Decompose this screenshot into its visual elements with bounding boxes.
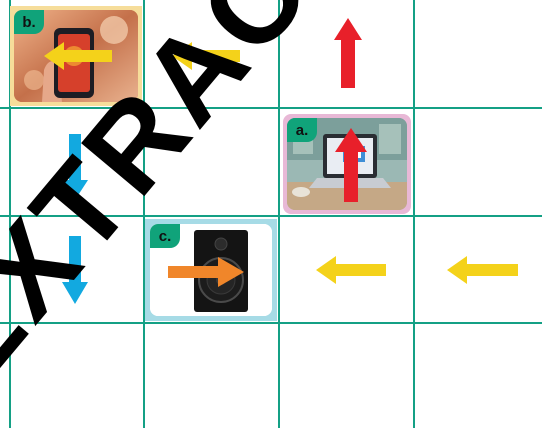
arrow-right-orange-c [168,257,244,287]
arrow-left-yellow-r3c3 [316,256,386,284]
arrow-up-red-a [335,128,367,202]
arrow-up-red-r1c3 [334,18,362,88]
arrow-left-yellow-b [44,42,112,70]
arrow-left-yellow-r3c4 [447,256,518,284]
